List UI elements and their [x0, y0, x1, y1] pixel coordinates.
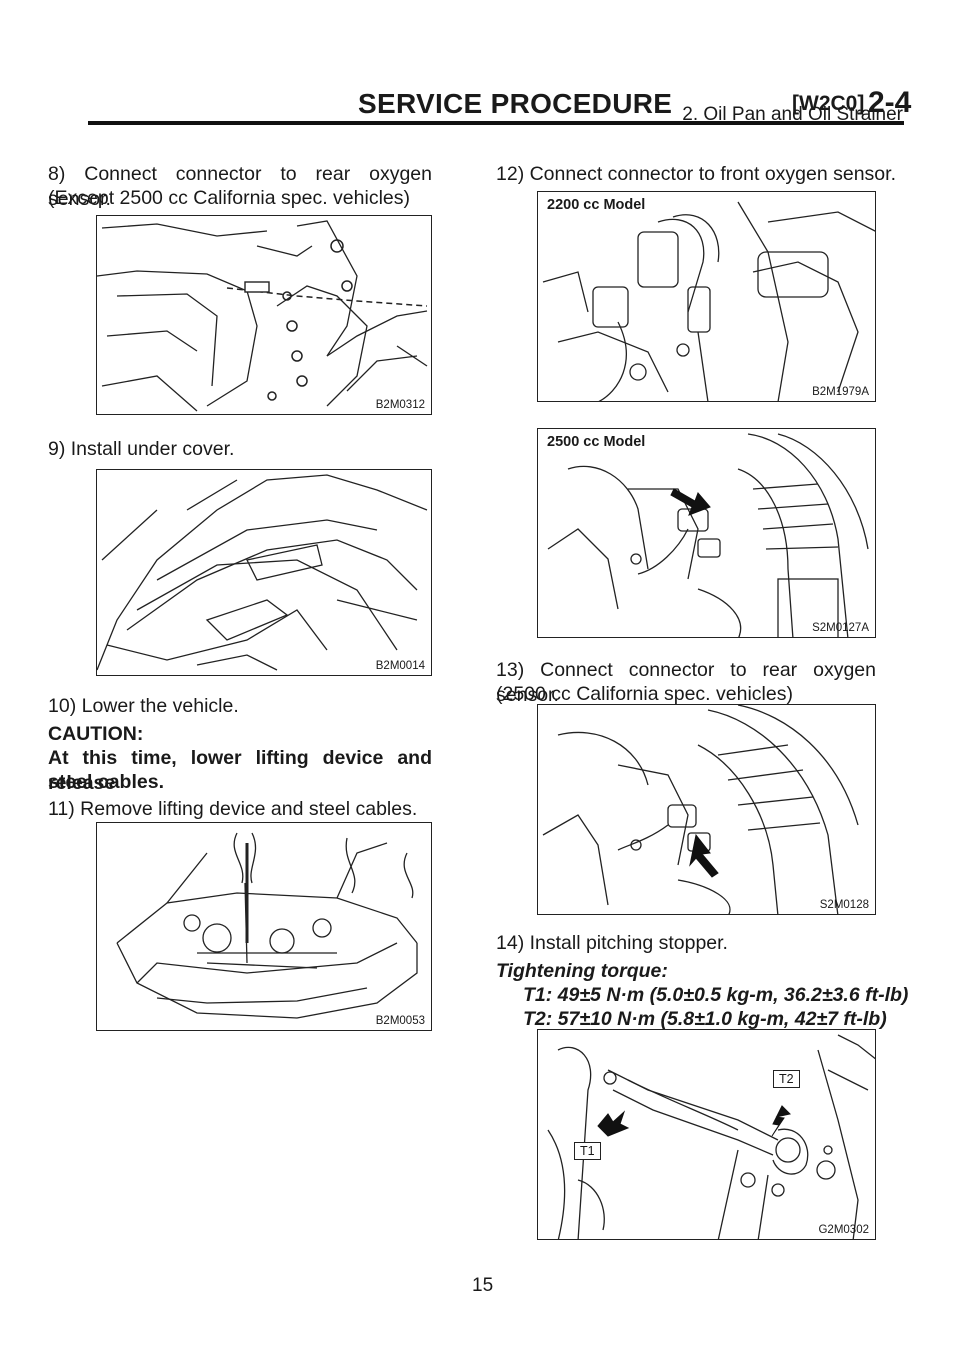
- caution-title: CAUTION:: [48, 723, 144, 745]
- torque-t2: T2: 57±10 N·m (5.8±1.0 kg-m, 42±7 ft-lb): [523, 1008, 887, 1030]
- step-12: 12) Connect connector to front oxygen se…: [496, 163, 896, 185]
- lifting-device-illustration: [116, 832, 418, 1019]
- step-10: 10) Lower the vehicle.: [48, 695, 239, 717]
- figure-under-cover: B2M0014: [96, 469, 432, 676]
- figure-id: B2M1979A: [812, 386, 869, 398]
- figure-id: S2M0128: [819, 899, 869, 911]
- figure-rear-oxygen-sensor: B2M0312: [96, 215, 432, 415]
- figure-pitching-stopper: T1 T2 G2M0302: [537, 1029, 876, 1240]
- step-9: 9) Install under cover.: [48, 438, 235, 460]
- figure-id: G2M0302: [818, 1224, 869, 1236]
- figure-label: 2200 cc Model: [547, 197, 646, 213]
- figure-lifting-device: B2M0053: [96, 822, 432, 1031]
- figure-id: B2M0053: [375, 1015, 425, 1027]
- section-code: [W2C0]: [792, 92, 865, 115]
- step-13-line-1: 13) Connect connector to rear oxygen sen…: [496, 659, 876, 706]
- step-13-line-2: (2500 cc California spec. vehicles): [496, 683, 793, 705]
- figure-id: B2M0312: [375, 399, 425, 411]
- step-14: 14) Install pitching stopper.: [496, 932, 728, 954]
- rear-sensor-2500cc-illustration: [542, 705, 859, 914]
- figure-label: 2500 cc Model: [547, 434, 646, 450]
- pitching-stopper-illustration: [547, 1034, 875, 1239]
- step-11: 11) Remove lifting device and steel cabl…: [48, 798, 418, 820]
- page-title: SERVICE PROCEDURE: [358, 88, 673, 119]
- torque-callout-t1: T1: [574, 1142, 601, 1160]
- under-cover-illustration: [97, 474, 428, 671]
- figure-2500cc-front-oxygen-sensor: 2500 cc Model S2M0127A: [537, 428, 876, 638]
- caution-line-2: steel cables.: [48, 771, 164, 793]
- figure-rear-oxygen-sensor-2500cc: S2M0128: [537, 704, 876, 915]
- figure-id: S2M0127A: [812, 622, 869, 634]
- 2200cc-sensor-illustration: [542, 201, 875, 401]
- section-number: 2-4: [868, 86, 912, 119]
- page-subtitle: 2. Oil Pan and Oil Strainer: [682, 104, 903, 125]
- rear-oxygen-sensor-illustration: [97, 220, 428, 412]
- figure-2200cc-front-oxygen-sensor: 2200 cc Model B2M1979A: [537, 191, 876, 402]
- caution-line-1: At this time, lower lifting device and r…: [48, 747, 432, 794]
- step-8-line-1: 8) Connect connector to rear oxygen sens…: [48, 163, 432, 210]
- torque-callout-t2: T2: [773, 1070, 800, 1088]
- page-number: 15: [472, 1275, 494, 1296]
- figure-id: B2M0014: [375, 660, 425, 672]
- torque-t1: T1: 49±5 N·m (5.0±0.5 kg-m, 36.2±3.6 ft-…: [523, 984, 909, 1006]
- 2500cc-sensor-illustration: [547, 433, 869, 637]
- header-rule: [88, 121, 904, 125]
- step-8-line-2: (Except 2500 cc California spec. vehicle…: [48, 187, 410, 209]
- torque-title: Tightening torque:: [496, 960, 668, 982]
